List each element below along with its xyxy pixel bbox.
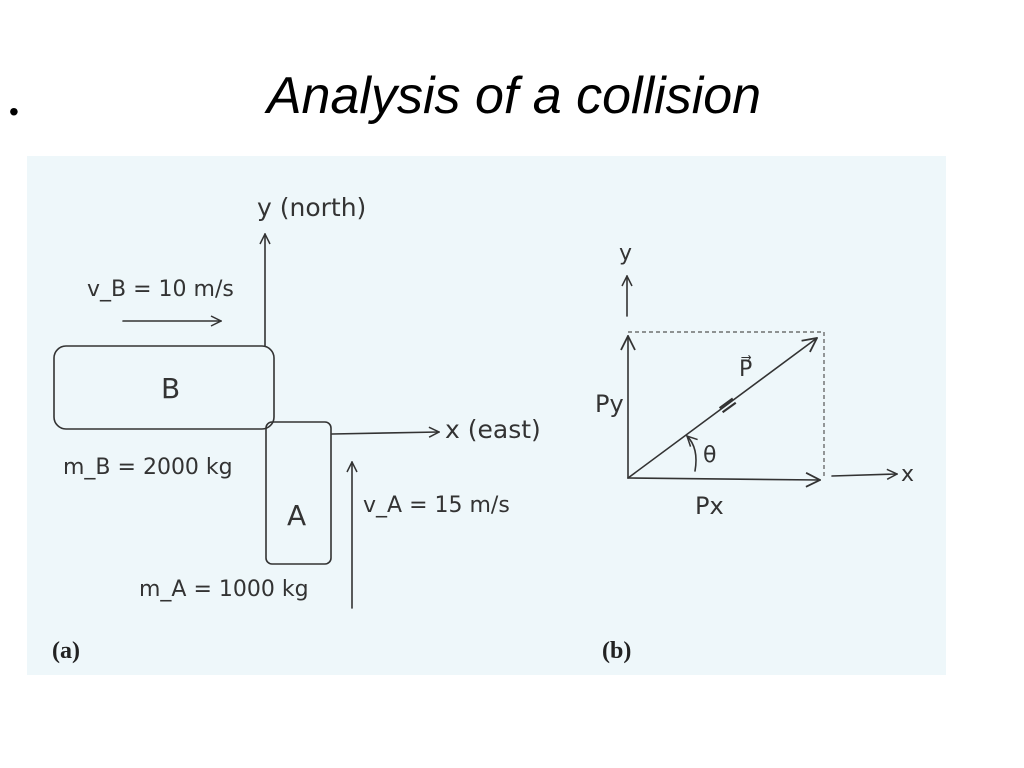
px-label: Px	[695, 492, 724, 520]
figure-panel: y (north) B v_B = 10 m/s x (east) A m_B …	[27, 156, 946, 675]
b-y-axis-label: y	[619, 241, 632, 266]
car-a-mass: m_A = 1000 kg	[139, 577, 309, 602]
car-a-velocity: v_A = 15 m/s	[363, 493, 510, 518]
a-y-axis-label: y (north)	[257, 193, 366, 222]
equal-marks: =	[710, 387, 745, 424]
collision-diagram: y (north) B v_B = 10 m/s x (east) A m_B …	[52, 193, 914, 664]
b-x-axis	[831, 474, 897, 476]
panel-a-label: (a)	[52, 638, 80, 664]
momentum-vector	[627, 338, 817, 479]
b-x-axis-label: x	[901, 462, 914, 487]
car-b	[53, 345, 275, 430]
slide-bullet: •	[9, 96, 19, 127]
py-label: Py	[595, 390, 624, 418]
diagram-a: y (north) B v_B = 10 m/s x (east) A m_B …	[52, 193, 541, 664]
car-a	[265, 421, 332, 565]
car-a-label: A	[287, 499, 306, 532]
momentum-label: P⃗	[739, 355, 752, 382]
px-vector	[627, 478, 820, 480]
car-b-label: B	[161, 372, 180, 405]
slide-title: Analysis of a collision	[266, 67, 762, 125]
car-b-mass: m_B = 2000 kg	[63, 455, 233, 480]
diagram-b: y Py Px x P⃗ = θ (b)	[595, 241, 914, 664]
a-x-axis-label: x (east)	[445, 415, 541, 444]
angle-label: θ	[703, 443, 716, 468]
car-b-velocity: v_B = 10 m/s	[87, 277, 234, 302]
angle-arc	[687, 436, 696, 472]
a-x-axis	[331, 432, 439, 434]
panel-b-label: (b)	[602, 638, 631, 664]
